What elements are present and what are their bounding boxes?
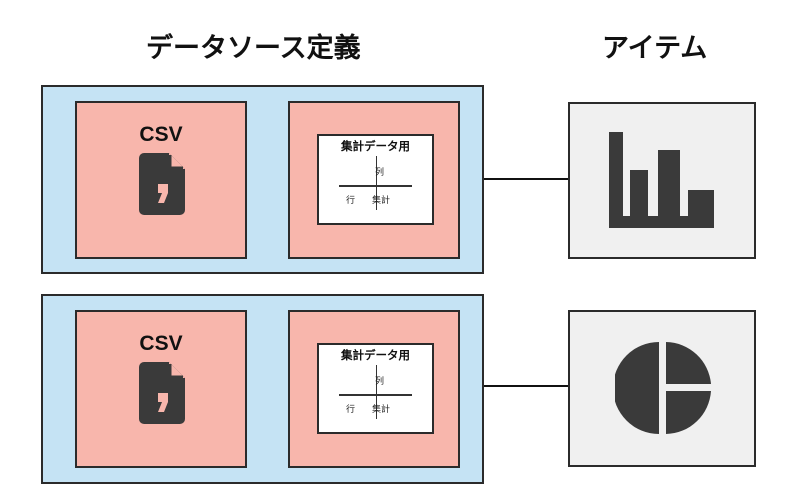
bar-chart-icon [609, 132, 714, 228]
card-cell-label: 集計 [372, 196, 391, 206]
card-col-label: 列 [375, 168, 385, 178]
datasource-group-2[interactable]: CSV 集計データ用 列 行 集計 [41, 294, 484, 484]
csv-label: CSV [139, 332, 183, 355]
aggregate-source-1[interactable]: 集計データ用 列 行 集計 [288, 101, 460, 259]
csv-label: CSV [139, 123, 183, 146]
card-cell-label: 集計 [372, 405, 391, 415]
aggregate-card: 集計データ用 列 行 集計 [317, 134, 434, 225]
card-horizontal-axis [339, 185, 412, 187]
datasource-heading: データソース定義 [146, 33, 361, 64]
card-row-label: 行 [346, 196, 356, 206]
card-title: 集計データ用 [341, 348, 410, 362]
csv-file-icon [139, 362, 185, 424]
connector-2 [484, 385, 568, 387]
card-title: 集計データ用 [341, 139, 410, 153]
csv-file-icon [139, 153, 185, 215]
card-vertical-axis [375, 156, 377, 210]
card-horizontal-axis [339, 394, 412, 396]
csv-source-1[interactable]: CSV [75, 101, 247, 259]
card-vertical-axis [375, 365, 377, 419]
csv-source-2[interactable]: CSV [75, 310, 247, 468]
pie-chart-icon [615, 342, 711, 434]
aggregate-source-2[interactable]: 集計データ用 列 行 集計 [288, 310, 460, 468]
datasource-group-1[interactable]: CSV 集計データ用 列 行 集計 [41, 85, 484, 274]
items-heading: アイテム [602, 33, 708, 64]
item-1[interactable] [568, 102, 756, 259]
card-col-label: 列 [375, 377, 385, 387]
item-2[interactable] [568, 310, 756, 467]
aggregate-card: 集計データ用 列 行 集計 [317, 343, 434, 434]
card-row-label: 行 [346, 405, 356, 415]
connector-1 [484, 178, 568, 180]
